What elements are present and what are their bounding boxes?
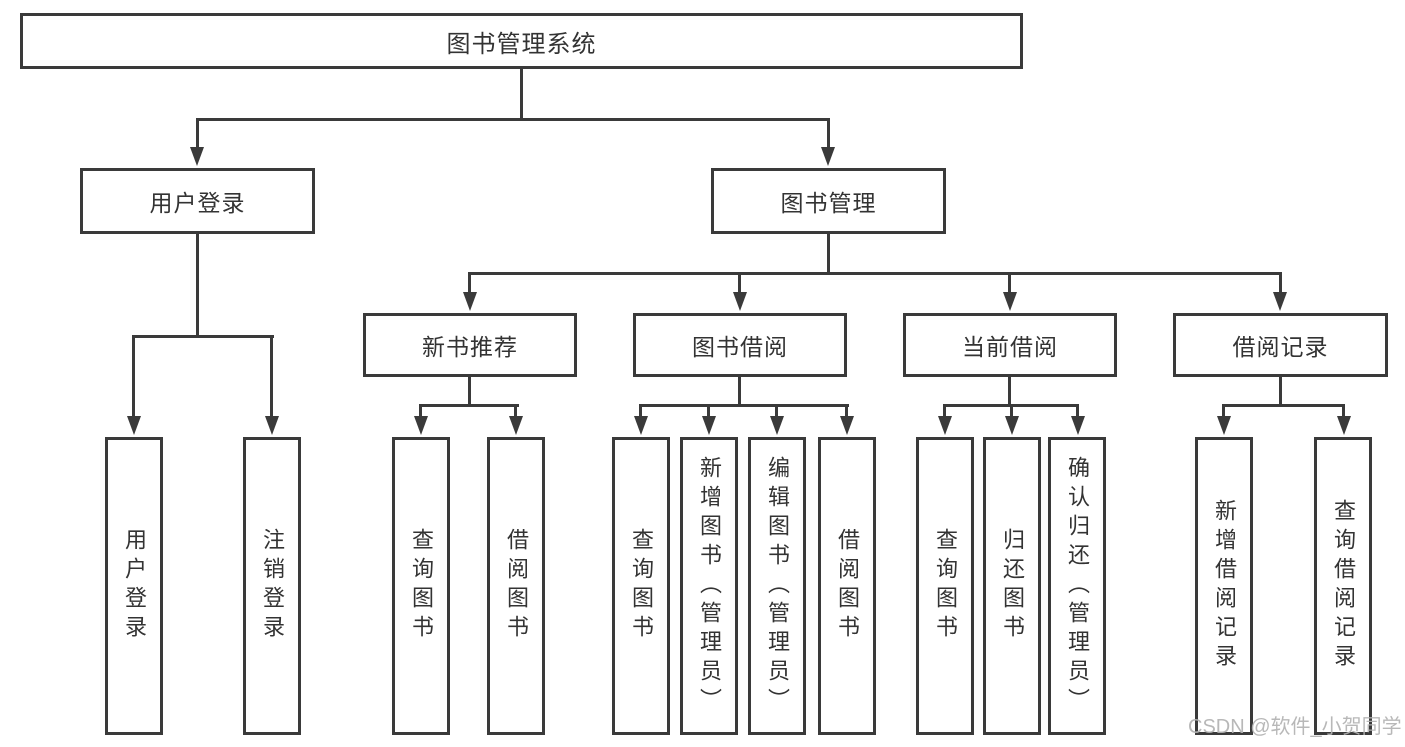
leaf-borrow-books-recommend: 借阅图书 — [487, 437, 545, 735]
connector-line — [196, 118, 830, 121]
connector-line — [827, 234, 830, 274]
connector-line — [738, 377, 741, 406]
node-current-borrowing: 当前借阅 — [903, 313, 1117, 377]
connector-line — [132, 337, 135, 419]
arrow-down-icon — [702, 416, 716, 435]
connector-line — [468, 274, 471, 296]
connector-line — [845, 406, 848, 420]
leaf-label: 查询图书 — [933, 528, 958, 644]
connector-line — [943, 406, 946, 420]
connector-line — [419, 404, 519, 407]
connector-line — [1222, 406, 1225, 420]
connector-line — [1008, 274, 1011, 296]
connector-line — [707, 406, 710, 420]
leaf-confirm-return-admin: 确认归还（管理员） — [1048, 437, 1106, 735]
node-label: 当前借阅 — [962, 334, 1058, 360]
connector-line — [1279, 274, 1282, 296]
node-label: 图书管理系统 — [446, 30, 597, 58]
connector-line — [520, 69, 523, 119]
connector-line — [738, 274, 741, 296]
leaf-label: 新增图书（管理员） — [697, 455, 722, 717]
connector-line — [468, 272, 1282, 275]
arrow-down-icon — [821, 147, 835, 166]
leaf-label: 编辑图书（管理员） — [765, 455, 790, 717]
leaf-add-borrow-record: 新增借阅记录 — [1195, 437, 1253, 735]
arrow-down-icon — [1273, 292, 1287, 311]
leaf-label: 借阅图书 — [835, 528, 860, 644]
arrow-down-icon — [509, 416, 523, 435]
node-book-borrowing: 图书借阅 — [633, 313, 847, 377]
leaf-edit-books-admin: 编辑图书（管理员） — [748, 437, 806, 735]
node-new-book-recommend: 新书推荐 — [363, 313, 577, 377]
arrow-down-icon — [265, 416, 279, 435]
connector-line — [1222, 404, 1345, 407]
connector-line — [270, 337, 273, 419]
arrow-down-icon — [634, 416, 648, 435]
leaf-label: 确认归还（管理员） — [1065, 455, 1090, 717]
connector-line — [639, 406, 642, 420]
leaf-query-borrow-record: 查询借阅记录 — [1314, 437, 1372, 735]
leaf-label: 查询借阅记录 — [1331, 499, 1356, 673]
connector-line — [775, 406, 778, 420]
leaf-label: 查询图书 — [409, 528, 434, 644]
leaf-query-books-recommend: 查询图书 — [392, 437, 450, 735]
connector-line — [419, 406, 422, 420]
csdn-watermark: CSDN @软件_小贺同学 — [1188, 716, 1402, 738]
arrow-down-icon — [938, 416, 952, 435]
node-book-management: 图书管理 — [711, 168, 946, 234]
node-borrowing-records: 借阅记录 — [1173, 313, 1388, 377]
leaf-label: 用户登录 — [122, 528, 147, 644]
connector-line — [639, 404, 849, 407]
node-label: 图书借阅 — [692, 334, 788, 360]
leaf-query-books-current: 查询图书 — [916, 437, 974, 735]
connector-line — [1342, 406, 1345, 420]
arrow-down-icon — [190, 147, 204, 166]
arrow-down-icon — [733, 292, 747, 311]
arrow-down-icon — [1003, 292, 1017, 311]
connector-line — [196, 120, 199, 152]
leaf-user-login: 用户登录 — [105, 437, 163, 735]
node-label: 用户登录 — [149, 190, 246, 216]
connector-line — [943, 404, 1079, 407]
arrow-down-icon — [840, 416, 854, 435]
connector-line — [827, 120, 830, 152]
node-label: 图书管理 — [780, 190, 877, 216]
node-label: 新书推荐 — [422, 334, 518, 360]
leaf-return-books: 归还图书 — [983, 437, 1041, 735]
arrow-down-icon — [1217, 416, 1231, 435]
connector-line — [1279, 377, 1282, 406]
leaf-label: 查询图书 — [629, 528, 654, 644]
connector-line — [514, 406, 517, 420]
connector-line — [1008, 377, 1011, 406]
connector-line — [1076, 406, 1079, 420]
connector-line — [196, 234, 199, 337]
arrow-down-icon — [1337, 416, 1351, 435]
node-root-library-system: 图书管理系统 — [20, 13, 1023, 69]
leaf-label: 新增借阅记录 — [1212, 499, 1237, 673]
leaf-label: 注销登录 — [260, 528, 285, 644]
arrow-down-icon — [1005, 416, 1019, 435]
connector-line — [1010, 406, 1013, 420]
arrow-down-icon — [1071, 416, 1085, 435]
leaf-label: 借阅图书 — [504, 528, 529, 644]
leaf-query-books-borrowing: 查询图书 — [612, 437, 670, 735]
arrow-down-icon — [127, 416, 141, 435]
node-user-login: 用户登录 — [80, 168, 315, 234]
leaf-add-books-admin: 新增图书（管理员） — [680, 437, 738, 735]
node-label: 借阅记录 — [1232, 334, 1329, 360]
arrow-down-icon — [414, 416, 428, 435]
leaf-borrow-books: 借阅图书 — [818, 437, 876, 735]
arrow-down-icon — [463, 292, 477, 311]
connector-line — [468, 377, 471, 406]
leaf-logout: 注销登录 — [243, 437, 301, 735]
arrow-down-icon — [770, 416, 784, 435]
connector-line — [132, 335, 274, 338]
leaf-label: 归还图书 — [1000, 528, 1025, 644]
